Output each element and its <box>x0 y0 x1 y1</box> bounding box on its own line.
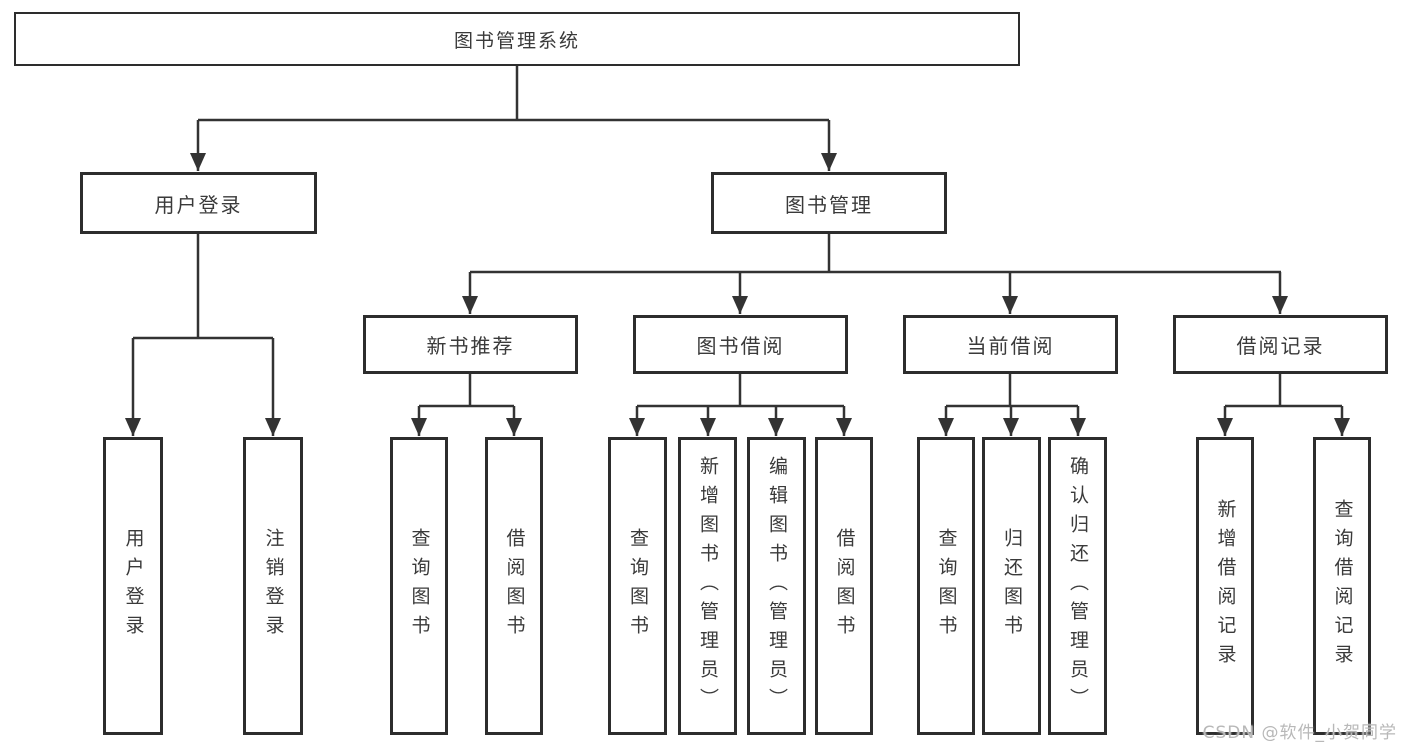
leaf-confirm-return-admin: 确认归还（管理员） <box>1048 437 1107 735</box>
node-label: 归还图书 <box>1001 528 1023 644</box>
node-new-book-recommendation: 新书推荐 <box>363 315 578 374</box>
leaf-query-books-3: 查询图书 <box>917 437 975 735</box>
node-current-borrowing: 当前借阅 <box>903 315 1118 374</box>
node-label: 注销登录 <box>262 528 285 644</box>
node-label: 新增图书（管理员） <box>697 455 719 717</box>
leaf-query-borrow-record: 查询借阅记录 <box>1313 437 1371 735</box>
node-label: 查询图书 <box>408 528 431 644</box>
node-library-management-system: 图书管理系统 <box>14 12 1020 66</box>
leaf-logout: 注销登录 <box>243 437 303 735</box>
node-label: 查询图书 <box>935 528 958 644</box>
node-label: 确认归还（管理员） <box>1067 455 1089 717</box>
leaf-borrow-books-2: 借阅图书 <box>815 437 873 735</box>
leaf-borrow-books-1: 借阅图书 <box>485 437 543 735</box>
node-label: 借阅记录 <box>1236 334 1325 358</box>
node-label: 查询借阅记录 <box>1331 499 1354 673</box>
node-label: 新增借阅记录 <box>1214 499 1237 673</box>
csdn-watermark: CSDN @软件_小贺同学 <box>1202 723 1397 743</box>
node-user-login: 用户登录 <box>80 172 317 234</box>
node-book-management: 图书管理 <box>711 172 947 234</box>
leaf-add-books-admin: 新增图书（管理员） <box>678 437 737 735</box>
node-label: 编辑图书（管理员） <box>766 455 788 717</box>
node-label: 借阅图书 <box>833 528 856 644</box>
node-label: 图书借阅 <box>696 334 785 358</box>
node-label: 用户登录 <box>154 192 243 217</box>
node-label: 借阅图书 <box>503 528 526 644</box>
node-label: 查询图书 <box>627 528 649 644</box>
node-borrowing-records: 借阅记录 <box>1173 315 1388 374</box>
node-label: 用户登录 <box>122 528 145 644</box>
leaf-query-books-2: 查询图书 <box>608 437 667 735</box>
leaf-return-books: 归还图书 <box>982 437 1041 735</box>
leaf-edit-books-admin: 编辑图书（管理员） <box>747 437 806 735</box>
node-book-borrowing: 图书借阅 <box>633 315 848 374</box>
node-label: 当前借阅 <box>966 334 1055 358</box>
leaf-add-borrow-record: 新增借阅记录 <box>1196 437 1254 735</box>
node-label: 图书管理系统 <box>453 29 580 52</box>
leaf-user-login: 用户登录 <box>103 437 163 735</box>
node-label: 图书管理 <box>785 192 873 217</box>
node-label: 新书推荐 <box>426 334 515 358</box>
leaf-query-books-1: 查询图书 <box>390 437 448 735</box>
